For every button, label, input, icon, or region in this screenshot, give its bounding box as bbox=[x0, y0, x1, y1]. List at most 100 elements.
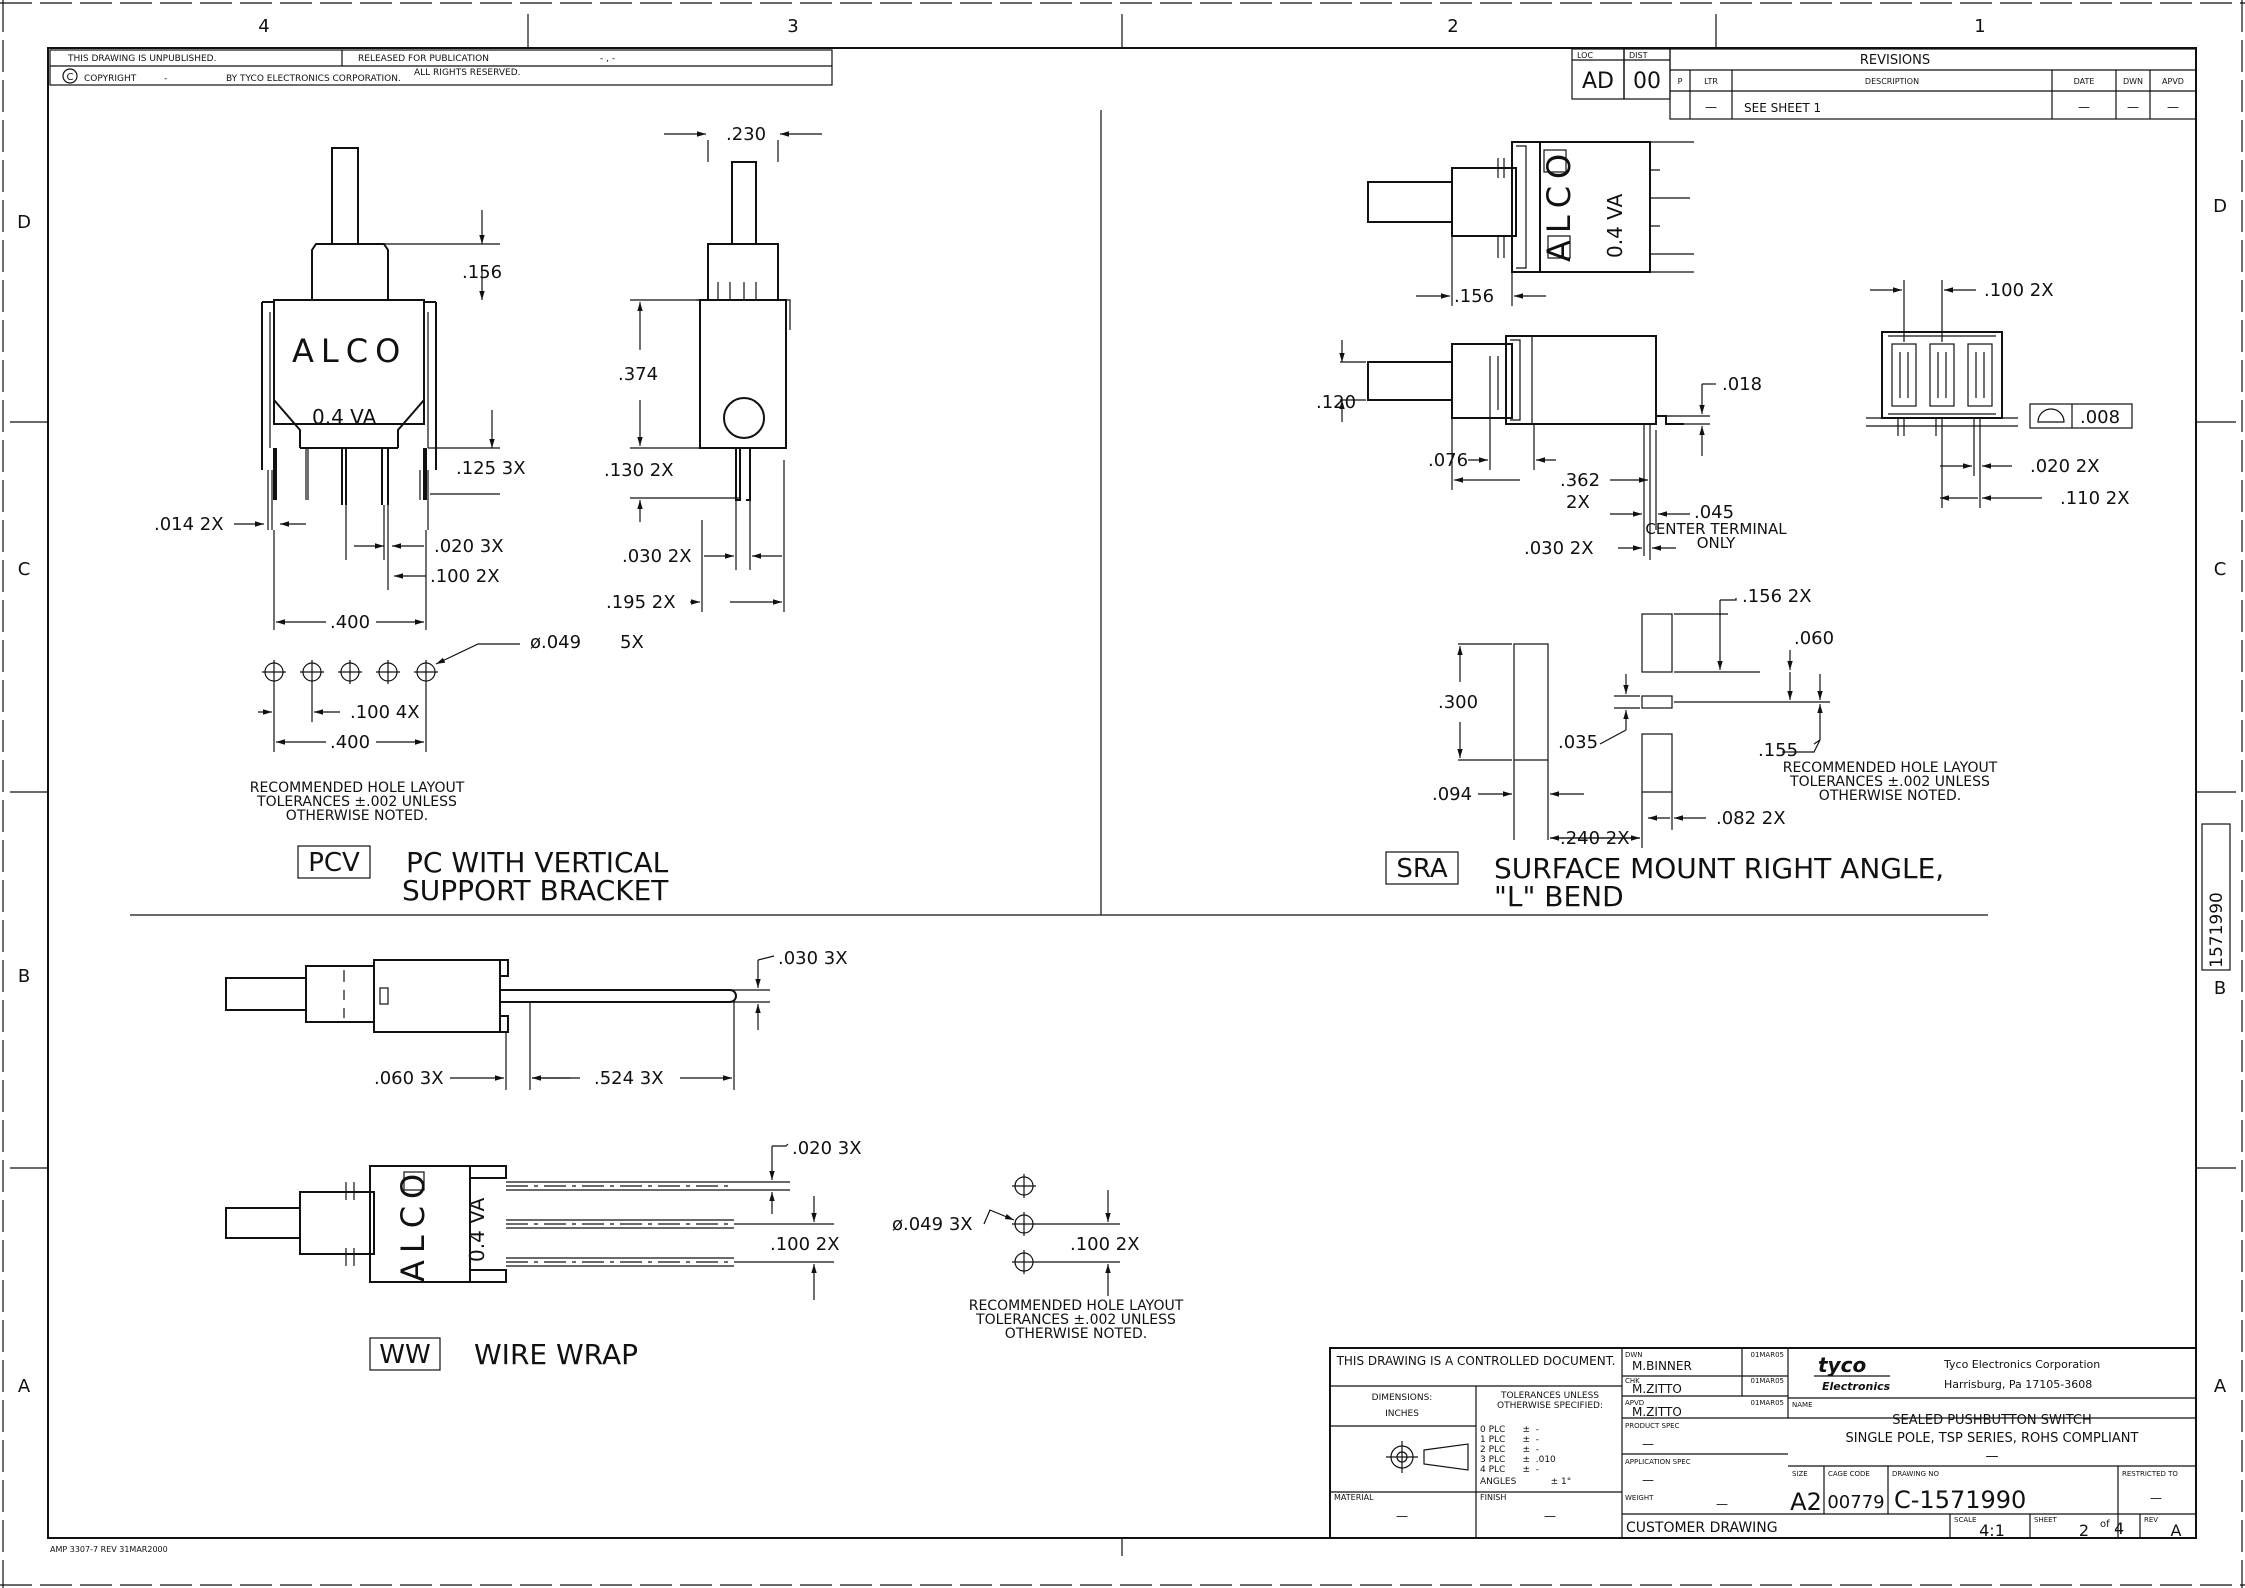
rev-row-dwn: — bbox=[2127, 100, 2139, 114]
header-strip: THIS DRAWING IS UNPUBLISHED. RELEASED FO… bbox=[49, 49, 833, 86]
pcv-dim-230: .230 bbox=[726, 124, 766, 145]
sra-note-line-3: OTHERWISE NOTED. bbox=[1819, 788, 1961, 804]
scale-value: 4:1 bbox=[1979, 1521, 2005, 1540]
zone-right-a: A bbox=[2214, 1376, 2227, 1397]
size-value: A2 bbox=[1790, 1488, 1822, 1516]
application-spec-value: — bbox=[1642, 1473, 1654, 1487]
zone-right-b: B bbox=[2214, 978, 2226, 999]
sra-dim-100: .100 2X bbox=[1984, 280, 2054, 301]
pcv-note-line-2: TOLERANCES ±.002 UNLESS bbox=[256, 794, 457, 810]
revisions-table: REVISIONS P LTR DESCRIPTION DATE DWN APV… bbox=[1669, 48, 2197, 120]
chk-date: 01MAR05 bbox=[1750, 1377, 1784, 1385]
sra-pad-dim-082: .082 2X bbox=[1716, 808, 1786, 829]
copyright-dash: - bbox=[164, 74, 167, 84]
pcv-front-dimensions: .156 .125 3X .014 2X .020 3X .100 2X .40… bbox=[154, 210, 526, 633]
zone-left-a: A bbox=[18, 1376, 31, 1397]
part-name-line-3: — bbox=[1986, 1449, 1999, 1464]
sra-note-line-2: TOLERANCES ±.002 UNLESS bbox=[1789, 774, 1990, 790]
rev-row-description: SEE SHEET 1 bbox=[1744, 101, 1821, 115]
cage-code-label: CAGE CODE bbox=[1828, 1470, 1870, 1478]
apvd-date: 01MAR05 bbox=[1750, 1399, 1784, 1407]
sra-end-view bbox=[1866, 331, 2018, 436]
sra-pad-center bbox=[1641, 695, 1673, 709]
ww-part-letters: ALCO bbox=[394, 1167, 432, 1282]
pcv-dim-125: .125 3X bbox=[456, 458, 526, 479]
loc-dist-box: LOC AD DIST 00 bbox=[1571, 48, 1671, 100]
sra-dim-110: .110 2X bbox=[2060, 488, 2130, 509]
ww-dim-524: .524 3X bbox=[594, 1068, 664, 1089]
pcv-note-line-3: OTHERWISE NOTED. bbox=[286, 808, 428, 824]
sra-dim-030: .030 2X bbox=[1524, 538, 1594, 559]
released-note: RELEASED FOR PUBLICATION bbox=[358, 54, 489, 64]
pcv-side-dimensions: .230 .374 .130 2X .030 2X .195 2X bbox=[604, 124, 822, 613]
sra-dim-045: .045 bbox=[1694, 502, 1734, 523]
sra-top-dimensions: .156 bbox=[1416, 236, 1546, 307]
sra-part-letters: ALCO bbox=[1540, 147, 1578, 262]
sra-top-view: ALCO 0.4 VA bbox=[1367, 141, 1694, 273]
sheet-label: SHEET bbox=[2034, 1516, 2058, 1524]
ww-rating: 0.4 VA bbox=[465, 1197, 489, 1262]
sra-pad-dim-060: .060 bbox=[1794, 628, 1834, 649]
scale-label: SCALE bbox=[1954, 1516, 1976, 1524]
weight-label: WEIGHT bbox=[1625, 1494, 1654, 1502]
loc-label: LOC bbox=[1577, 51, 1593, 60]
tolerance-row-angles: ANGLES ± 1° bbox=[1480, 1477, 1571, 1487]
pcv-dim-156: .156 bbox=[462, 262, 502, 283]
tolerance-row-2: 2 PLC ± - bbox=[1480, 1445, 1539, 1455]
tolerance-row-1: 1 PLC ± - bbox=[1480, 1435, 1539, 1445]
restricted-to-label: RESTRICTED TO bbox=[2122, 1470, 2178, 1478]
company-logo: tyco bbox=[1818, 1353, 1866, 1377]
ww-hole-diameter: ø.049 3X bbox=[892, 1214, 973, 1235]
zone-left-c: C bbox=[18, 559, 31, 580]
sheet-number: 2 bbox=[2079, 1521, 2089, 1540]
title-block: THIS DRAWING IS A CONTROLLED DOCUMENT. D… bbox=[1329, 1347, 2197, 1540]
ww-dim-030: .030 3X bbox=[778, 948, 848, 969]
pcv-front-view: ALCO 0.4 VA bbox=[261, 147, 437, 530]
loc-value: AD bbox=[1582, 69, 1614, 94]
unpublished-note: THIS DRAWING IS UNPUBLISHED. bbox=[67, 54, 216, 64]
product-spec-label: PRODUCT SPEC bbox=[1625, 1422, 1680, 1430]
ww-dim-020: .020 3X bbox=[792, 1138, 862, 1159]
rev-col-ltr: LTR bbox=[1704, 77, 1718, 86]
application-spec-label: APPLICATION SPEC bbox=[1625, 1458, 1691, 1466]
rights-note: ALL RIGHTS RESERVED. bbox=[414, 68, 521, 78]
chk-name: M.ZITTO bbox=[1632, 1382, 1682, 1396]
pcv-dim-030: .030 2X bbox=[622, 546, 692, 567]
tolerance-row-3: 3 PLC ± .010 bbox=[1480, 1455, 1556, 1465]
product-spec-value: — bbox=[1642, 1437, 1654, 1451]
pcv-bracket-hole bbox=[723, 397, 765, 439]
rev-row-apvd: — bbox=[2167, 100, 2179, 114]
sra-pad-dim-094: .094 bbox=[1432, 784, 1472, 805]
sra-pad-dim-240: .240 2X bbox=[1560, 828, 1630, 849]
svg-text:C: C bbox=[67, 72, 74, 83]
ww-note-line-2: TOLERANCES ±.002 UNLESS bbox=[975, 1312, 1176, 1328]
pcv-hole-pitch: .100 4X bbox=[350, 702, 420, 723]
name-label: NAME bbox=[1792, 1401, 1813, 1409]
zone-top-1: 1 bbox=[1974, 16, 1985, 37]
sra-pad-lower bbox=[1641, 733, 1673, 793]
pcv-hole-diameter: ø.049 bbox=[530, 632, 581, 653]
tolerances-label-line-1: TOLERANCES UNLESS bbox=[1500, 1391, 1599, 1401]
size-label: SIZE bbox=[1792, 1470, 1808, 1478]
pcv-hole-span: .400 bbox=[330, 732, 370, 753]
dimensions-label: DIMENSIONS: bbox=[1372, 1393, 1433, 1403]
pcv-dim-014: .014 2X bbox=[154, 514, 224, 535]
zone-right-c: C bbox=[2214, 559, 2227, 580]
drawing-number-value: C-1571990 bbox=[1894, 1486, 2026, 1514]
dimensions-value: INCHES bbox=[1385, 1409, 1419, 1419]
sra-dim-018: .018 bbox=[1722, 374, 1762, 395]
sra-dim-120: .120 bbox=[1316, 392, 1356, 413]
sra-side-view bbox=[1367, 335, 1684, 450]
ww-dim-100: .100 2X bbox=[770, 1234, 840, 1255]
copyright-label: COPYRIGHT bbox=[84, 74, 137, 84]
ww-hole-pitch: .100 2X bbox=[1070, 1234, 1140, 1255]
dwn-date: 01MAR05 bbox=[1750, 1351, 1784, 1359]
drawing-number-label: DRAWING NO bbox=[1892, 1470, 1939, 1478]
sra-pad-dim-156: .156 2X bbox=[1742, 586, 1812, 607]
pcv-side-view bbox=[696, 161, 791, 501]
sra-pad-large bbox=[1513, 643, 1549, 761]
pcv-dim-020: .020 3X bbox=[434, 536, 504, 557]
weight-value: — bbox=[1716, 1497, 1728, 1511]
part-name-line-2: SINGLE POLE, TSP SERIES, ROHS COMPLIANT bbox=[1846, 1431, 2139, 1446]
zone-top-4: 4 bbox=[258, 16, 269, 37]
